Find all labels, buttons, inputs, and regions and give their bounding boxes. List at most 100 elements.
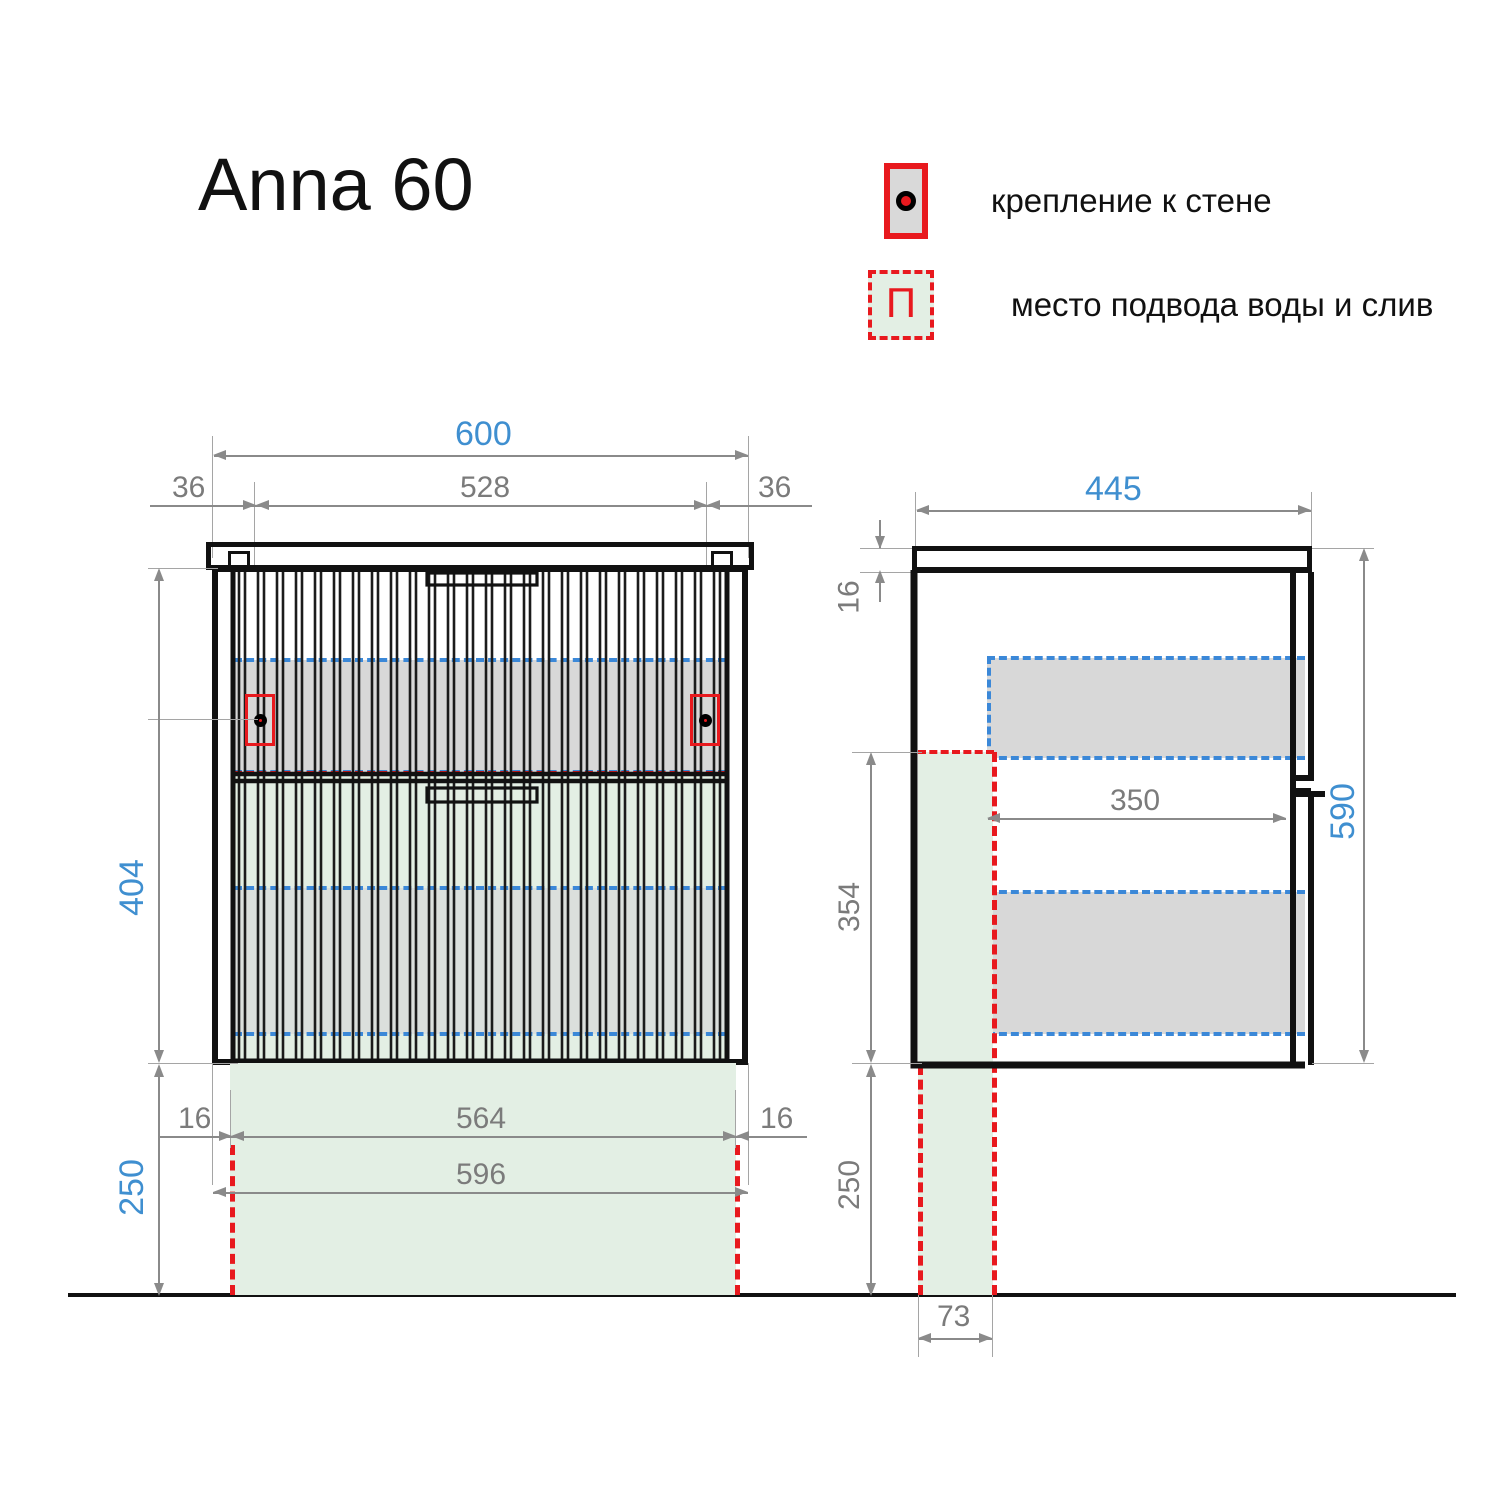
dim-label-water-zone-depth: 73: [937, 1300, 971, 1333]
arrow-head: [219, 1131, 232, 1141]
arrow-head: [1273, 813, 1286, 823]
dim-line-250-side: [870, 1068, 872, 1293]
dim-label-inset-right: 16: [760, 1102, 794, 1135]
legend-item-wall-mount: крепление к стене: [884, 163, 1272, 239]
arrow-head: [866, 1064, 876, 1077]
hidden-line-blue: [234, 886, 726, 890]
water-zone-side: [918, 752, 993, 1295]
dim-label-left-inset: 36: [172, 471, 206, 504]
ext-line: [1312, 548, 1374, 550]
water-zone-top-edge: [918, 750, 994, 754]
water-zone-front-lower: [230, 1063, 736, 1295]
arrow-head: [916, 505, 929, 515]
arrow-head: [154, 1283, 164, 1296]
water-zone-edge-left: [230, 1145, 235, 1295]
hidden-line-blue: [987, 656, 991, 758]
arrow-head: [213, 1187, 226, 1197]
water-zone-edge-left-side: [918, 1065, 923, 1295]
ext-line: [915, 492, 917, 554]
ext-line: [230, 1090, 232, 1148]
drawer-box-lower-side: [987, 892, 1305, 1034]
ext-line: [212, 1063, 214, 1185]
dim-label-right-inset: 36: [758, 471, 792, 504]
dim-line-600: [214, 455, 748, 457]
water-zone-edge-right-side: [992, 752, 997, 1295]
ext-line: [860, 548, 920, 550]
dim-line-250: [158, 1068, 160, 1293]
dim-line-73: [919, 1338, 992, 1340]
ext-line: [852, 1063, 922, 1065]
arrow-head: [694, 500, 707, 510]
arrow-head: [154, 1064, 164, 1077]
hidden-line-blue: [987, 656, 1305, 660]
arrow-head: [231, 1131, 244, 1141]
ext-line: [148, 568, 218, 570]
legend-label-wall-mount: крепление к стене: [991, 182, 1272, 219]
dim-label-water-zone-height: 354: [833, 881, 867, 933]
ext-line: [148, 1063, 238, 1065]
dim-line-36-right: [706, 505, 812, 507]
dim-line-16-left: [160, 1136, 232, 1138]
dim-line-16-lower: [879, 572, 881, 602]
dim-label-inset-left: 16: [178, 1102, 212, 1135]
arrow-head: [1298, 505, 1311, 515]
dim-line-36-left: [150, 505, 256, 507]
drawer-box-upper-side: [987, 658, 1305, 758]
arrow-head: [735, 1187, 748, 1197]
arrow-head: [1359, 548, 1369, 561]
dim-line-404: [158, 572, 160, 1059]
dim-label-water-zone-outer: 596: [456, 1158, 507, 1191]
ext-line: [706, 482, 708, 572]
arrow-head: [979, 1333, 992, 1343]
dim-label-floor-clearance: 250: [112, 1159, 151, 1216]
arrow-head: [735, 450, 748, 460]
dim-line-350: [988, 818, 1286, 820]
cabinet-outline-front: [212, 566, 748, 1065]
ext-line: [212, 436, 214, 558]
dim-label-drawer-depth: 350: [1110, 784, 1161, 817]
arrow-head: [866, 752, 876, 765]
arrow-head: [866, 1283, 876, 1296]
ext-line: [992, 1295, 994, 1357]
wall-mount-dot-icon: [896, 191, 916, 211]
arrow-head: [256, 500, 269, 510]
ext-line: [748, 1063, 750, 1185]
ext-line: [860, 572, 920, 574]
ext-line: [852, 752, 922, 754]
arrow-head: [707, 500, 720, 510]
dim-label-overall-height: 590: [1323, 783, 1362, 840]
arrow-head: [736, 1131, 749, 1141]
hidden-line-blue: [987, 756, 1305, 760]
arrow-head: [918, 1333, 931, 1343]
water-supply-icon: П: [868, 270, 934, 340]
arrow-head: [1359, 1050, 1369, 1063]
dim-label-overall-width: 600: [455, 415, 512, 453]
ext-line: [918, 1295, 920, 1357]
dim-label-water-zone-inner: 564: [456, 1102, 507, 1135]
arrow-head: [987, 813, 1000, 823]
leader-line: [148, 719, 258, 721]
wall-mount-marker-right: [690, 694, 720, 746]
dim-line-564: [231, 1136, 736, 1138]
arrow-head: [213, 450, 226, 460]
dim-line-596: [213, 1192, 748, 1194]
dim-line-528: [256, 505, 706, 507]
page-title: Anna 60: [198, 143, 474, 226]
ext-line: [1312, 1063, 1374, 1065]
dim-line-354: [870, 756, 872, 1059]
ext-line: [1311, 492, 1313, 554]
floor-line: [68, 1293, 1456, 1297]
wall-mount-dot-icon: [698, 713, 712, 727]
legend-item-water-supply: П место подвода воды и слив: [868, 270, 1433, 340]
wall-mount-icon: [884, 163, 928, 239]
drawer-handle-recess[interactable]: [212, 568, 748, 1063]
cabinet-body-side: [912, 572, 1310, 1063]
dim-label-countertop-thickness: 16: [832, 580, 866, 614]
hidden-line-blue: [234, 1032, 726, 1036]
arrow-head: [154, 568, 164, 581]
hidden-line-blue: [987, 1032, 1305, 1036]
dim-label-floor-clearance-side: 250: [833, 1159, 867, 1211]
arrow-head: [866, 1050, 876, 1063]
ext-line: [254, 482, 256, 572]
dim-line-445: [917, 510, 1311, 512]
